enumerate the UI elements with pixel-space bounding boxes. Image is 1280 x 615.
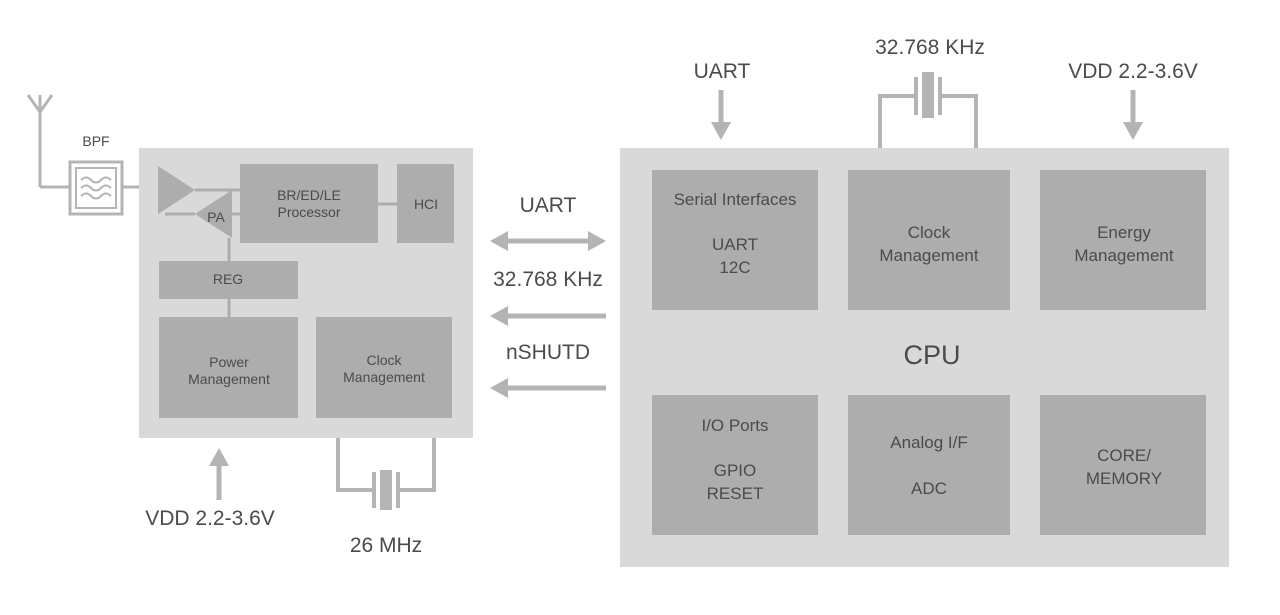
hci-label: HCI	[414, 196, 438, 212]
rf-amplifier-icon	[158, 166, 240, 238]
antenna-icon	[26, 94, 70, 189]
io-ports-title: I/O Ports	[701, 416, 768, 435]
cpu-label: CPU	[903, 340, 960, 370]
left-vdd-arrow	[209, 448, 229, 500]
shutdown-link-label: nSHUTD	[506, 341, 590, 364]
left-clock-management-block	[316, 317, 452, 418]
power-label-line1: Power	[209, 354, 249, 370]
left-clock-label-line2: Management	[343, 369, 425, 385]
energy-label-line2: Management	[1074, 246, 1174, 265]
clock-link-label: 32.768 KHz	[493, 268, 603, 291]
power-label-line2: Management	[188, 371, 270, 387]
pa-label: PA	[207, 209, 225, 225]
processor-label-line1: BR/ED/LE	[277, 187, 341, 203]
uart-bidirectional-arrow	[490, 231, 606, 251]
io-port-item: GPIO	[714, 461, 757, 480]
left-crystal-icon	[336, 438, 436, 510]
analog-interface-title: Analog I/F	[890, 433, 968, 452]
right-crystal-label: 32.768 KHz	[875, 36, 985, 59]
energy-label-line1: Energy	[1097, 223, 1151, 242]
right-clock-label-line2: Management	[879, 246, 979, 265]
regulator-label: REG	[213, 271, 243, 287]
energy-management-block	[1040, 170, 1206, 310]
processor-block	[240, 164, 378, 243]
core-memory-label-line1: CORE/	[1097, 446, 1151, 465]
power-management-block	[159, 317, 298, 418]
filter-wave-icon	[80, 176, 112, 200]
core-memory-block	[1040, 395, 1206, 535]
uart-input-label: UART	[694, 60, 751, 83]
right-clock-management-block	[848, 170, 1010, 310]
right-clock-label-line1: Clock	[908, 223, 951, 242]
serial-interface-item: UART	[712, 235, 758, 254]
io-port-item: RESET	[707, 484, 764, 503]
serial-interfaces-title: Serial Interfaces	[674, 190, 797, 209]
analog-interface-item: ADC	[911, 479, 947, 498]
filter-label: BPF	[82, 133, 109, 149]
left-vdd-label: VDD 2.2-3.6V	[145, 507, 275, 530]
shutdown-link-arrow	[490, 378, 606, 398]
serial-interface-item: 12C	[719, 258, 750, 277]
right-crystal-icon	[878, 72, 978, 148]
left-clock-label-line1: Clock	[366, 352, 402, 368]
right-vdd-arrow	[1123, 90, 1143, 140]
band-pass-filter	[68, 160, 140, 216]
right-vdd-label: VDD 2.2-3.6V	[1068, 60, 1198, 83]
uart-link-label: UART	[520, 194, 577, 217]
uart-input-arrow	[711, 90, 731, 140]
regulator-block	[159, 261, 298, 299]
hci-block	[397, 164, 454, 243]
left-crystal-label: 26 MHz	[350, 534, 422, 557]
io-ports-block	[652, 395, 818, 535]
processor-label-line2: Processor	[277, 204, 340, 220]
analog-interface-block	[848, 395, 1010, 535]
core-memory-label-line2: MEMORY	[1086, 469, 1162, 488]
serial-interfaces-block	[652, 170, 818, 310]
clock-link-arrow	[490, 306, 606, 326]
